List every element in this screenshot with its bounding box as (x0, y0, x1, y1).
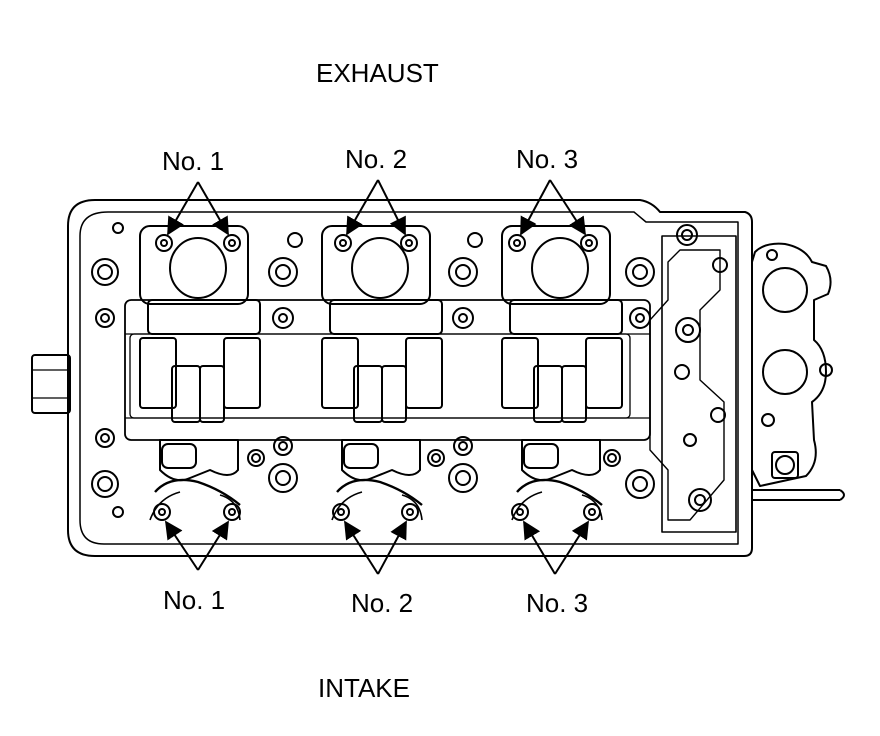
intake-arrow-1a (165, 520, 199, 571)
intake-arrow-2b (377, 520, 407, 575)
rocker-group-3 (501, 225, 623, 521)
exhaust-arrow-1b (197, 181, 229, 236)
intake-arrow-1b (197, 520, 229, 571)
intake-arrow-2a (344, 520, 379, 575)
intake-arrows (165, 520, 589, 575)
rocker-group-1 (139, 225, 261, 521)
exhaust-cylinder-1-label: No. 1 (162, 146, 225, 176)
exhaust-arrows (167, 179, 586, 236)
exhaust-arrow-2a (346, 179, 379, 236)
intake-adjusters (153, 503, 601, 521)
exhaust-arrow-3a (520, 179, 551, 236)
head-bolts (91, 222, 655, 518)
exhaust-cylinder-2-label: No. 2 (345, 144, 408, 174)
valve-area-frame (124, 299, 651, 441)
intake-arrow-3a (523, 520, 556, 575)
exhaust-arrow-1a (167, 181, 199, 236)
cylinder-head-outline (31, 199, 753, 557)
intake-cylinder-2-label: No. 2 (351, 588, 414, 618)
rocker-group-2 (321, 225, 443, 521)
cam-housing (649, 224, 737, 533)
intake-cylinder-3-label: No. 3 (526, 588, 589, 618)
exhaust-cylinder-3-label: No. 3 (516, 144, 579, 174)
intake-arrow-3b (554, 520, 589, 575)
intake-label: INTAKE (318, 673, 410, 703)
exhaust-adjusters (155, 234, 598, 252)
exhaust-arrow-3b (549, 179, 586, 236)
intake-cylinder-1-label: No. 1 (163, 585, 226, 615)
exhaust-arrow-2b (377, 179, 406, 236)
distributor-assembly (751, 242, 845, 501)
exhaust-label: EXHAUST (316, 58, 439, 88)
